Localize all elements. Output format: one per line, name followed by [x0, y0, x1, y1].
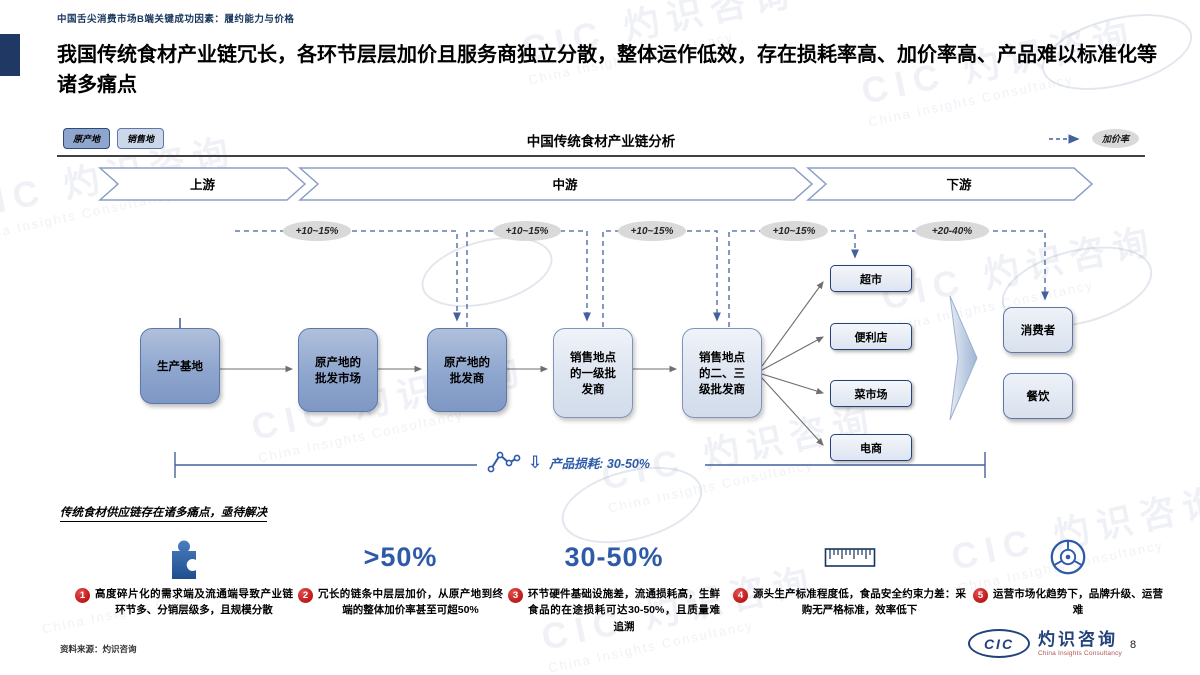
cic-logo-tagline: China Insights Consultancy	[1038, 649, 1122, 657]
node-convenience-store: 便利店	[830, 323, 912, 350]
steering-wheel-icon	[973, 534, 1163, 580]
markup-rate-bubble: +10~15%	[618, 221, 686, 241]
node-supermarket: 超市	[830, 265, 912, 292]
markup-rate-legend: 加价率	[1048, 129, 1139, 148]
markup-rate-bubble: +10~15%	[283, 221, 351, 241]
down-arrow-icon: ⇩	[528, 452, 543, 472]
pain-point-4: 4 源头生产标准程度低，食品安全约束力差：采购无严格标准，效率低下	[733, 534, 966, 619]
badge-5: 5	[973, 588, 988, 603]
stat-loss: 30-50%	[564, 541, 664, 572]
badge-4: 4	[733, 588, 748, 603]
node-sales-tier23-wholesaler: 销售地点 的二、三 级批发商	[682, 328, 762, 418]
markup-rate-label: 加价率	[1091, 129, 1139, 148]
page-number: 8	[1130, 639, 1137, 651]
pain-point-text: 环节硬件基础设施差，流通损耗高，生鲜食品的在途损耗可达30-50%，且质量难追溯	[528, 588, 720, 633]
markup-rate-bubble: +10~15%	[760, 221, 828, 241]
line-chart-icon	[487, 451, 521, 473]
source-note: 资料来源：灼识咨询	[60, 644, 137, 654]
pain-point-text: 源头生产标准程度低，食品安全约束力差：采购无严格标准，效率低下	[753, 588, 966, 617]
node-wet-market: 菜市场	[830, 380, 912, 407]
big-flow-arrow	[949, 295, 978, 421]
node-ecommerce: 电商	[830, 434, 912, 461]
stage-upstream: 上游	[189, 178, 215, 192]
accent-bar	[0, 34, 20, 76]
cic-logo-name: 灼识咨询	[1038, 629, 1118, 649]
node-consumer: 消费者	[1003, 307, 1073, 353]
industry-chain-diagram: 原产地 销售地 中国传统食材产业链分析 加价率	[57, 122, 1145, 490]
pain-point-5: 5 运营市场化趋势下，品牌升级、运营难	[973, 534, 1163, 619]
pain-point-1: 1 高度碎片化的需求端及流通端导致产业链环节多、分销层级多，且规模分散	[75, 534, 293, 619]
pain-point-3: 30-50% 3 环节硬件基础设施差，流通损耗高，生鲜食品的在途损耗可达30-5…	[508, 534, 720, 635]
pain-point-text: 运营市场化趋势下，品牌升级、运营难	[993, 588, 1163, 617]
dashed-arrow-icon	[1048, 133, 1080, 144]
stage-downstream: 下游	[946, 178, 972, 192]
stat-markup: >50%	[363, 541, 438, 572]
puzzle-icon	[75, 534, 293, 580]
legend: 原产地 销售地	[63, 128, 165, 149]
product-loss-label: ⇩ 产品损耗: 30-50%	[487, 450, 650, 474]
node-origin-wholesaler: 原产地的 批发商	[427, 328, 507, 412]
markup-rate-bubble: +20-40%	[915, 221, 989, 241]
badge-2: 2	[298, 588, 313, 603]
node-origin-wholesale-market: 原产地的 批发市场	[298, 328, 378, 412]
stage-midstream: 中游	[552, 178, 578, 192]
node-production-base: 生产基地	[140, 328, 220, 404]
badge-1: 1	[75, 588, 90, 603]
pain-point-text: 冗长的链条中层层加价，从原产地到终端的整体加价率甚至可超50%	[318, 588, 503, 617]
diagram-title: 中国传统食材产业链分析	[526, 134, 676, 149]
legend-sales: 销售地	[117, 128, 165, 149]
markup-rate-bubble: +10~15%	[493, 221, 561, 241]
ruler-icon	[733, 534, 966, 580]
page-title: 我国传统食材产业链冗长，各环节层层加价且服务商独立分散，整体运作低效，存在损耗率…	[57, 44, 1157, 96]
kicker: 中国舌尖消费市场B端关键成功因素：履约能力与价格	[57, 14, 295, 25]
node-catering: 餐饮	[1003, 373, 1073, 419]
pain-points-heading: 传统食材供应链存在诸多痛点，亟待解决	[60, 504, 267, 522]
pain-point-2: >50% 2 冗长的链条中层层加价，从原产地到终端的整体加价率甚至可超50%	[298, 534, 503, 619]
diagram-header: 原产地 销售地 中国传统食材产业链分析 加价率	[57, 122, 1145, 157]
node-sales-tier1-wholesaler: 销售地点 的一级批 发商	[553, 328, 633, 418]
cic-logo: CIC 灼识咨询 China Insights Consultancy	[968, 629, 1122, 658]
badge-3: 3	[508, 588, 523, 603]
cic-logo-ellipse: CIC	[968, 629, 1030, 658]
markup-dashed-links	[235, 230, 1049, 327]
pain-point-text: 高度碎片化的需求端及流通端导致产业链环节多、分销层级多，且规模分散	[95, 588, 293, 617]
legend-origin: 原产地	[63, 128, 111, 149]
